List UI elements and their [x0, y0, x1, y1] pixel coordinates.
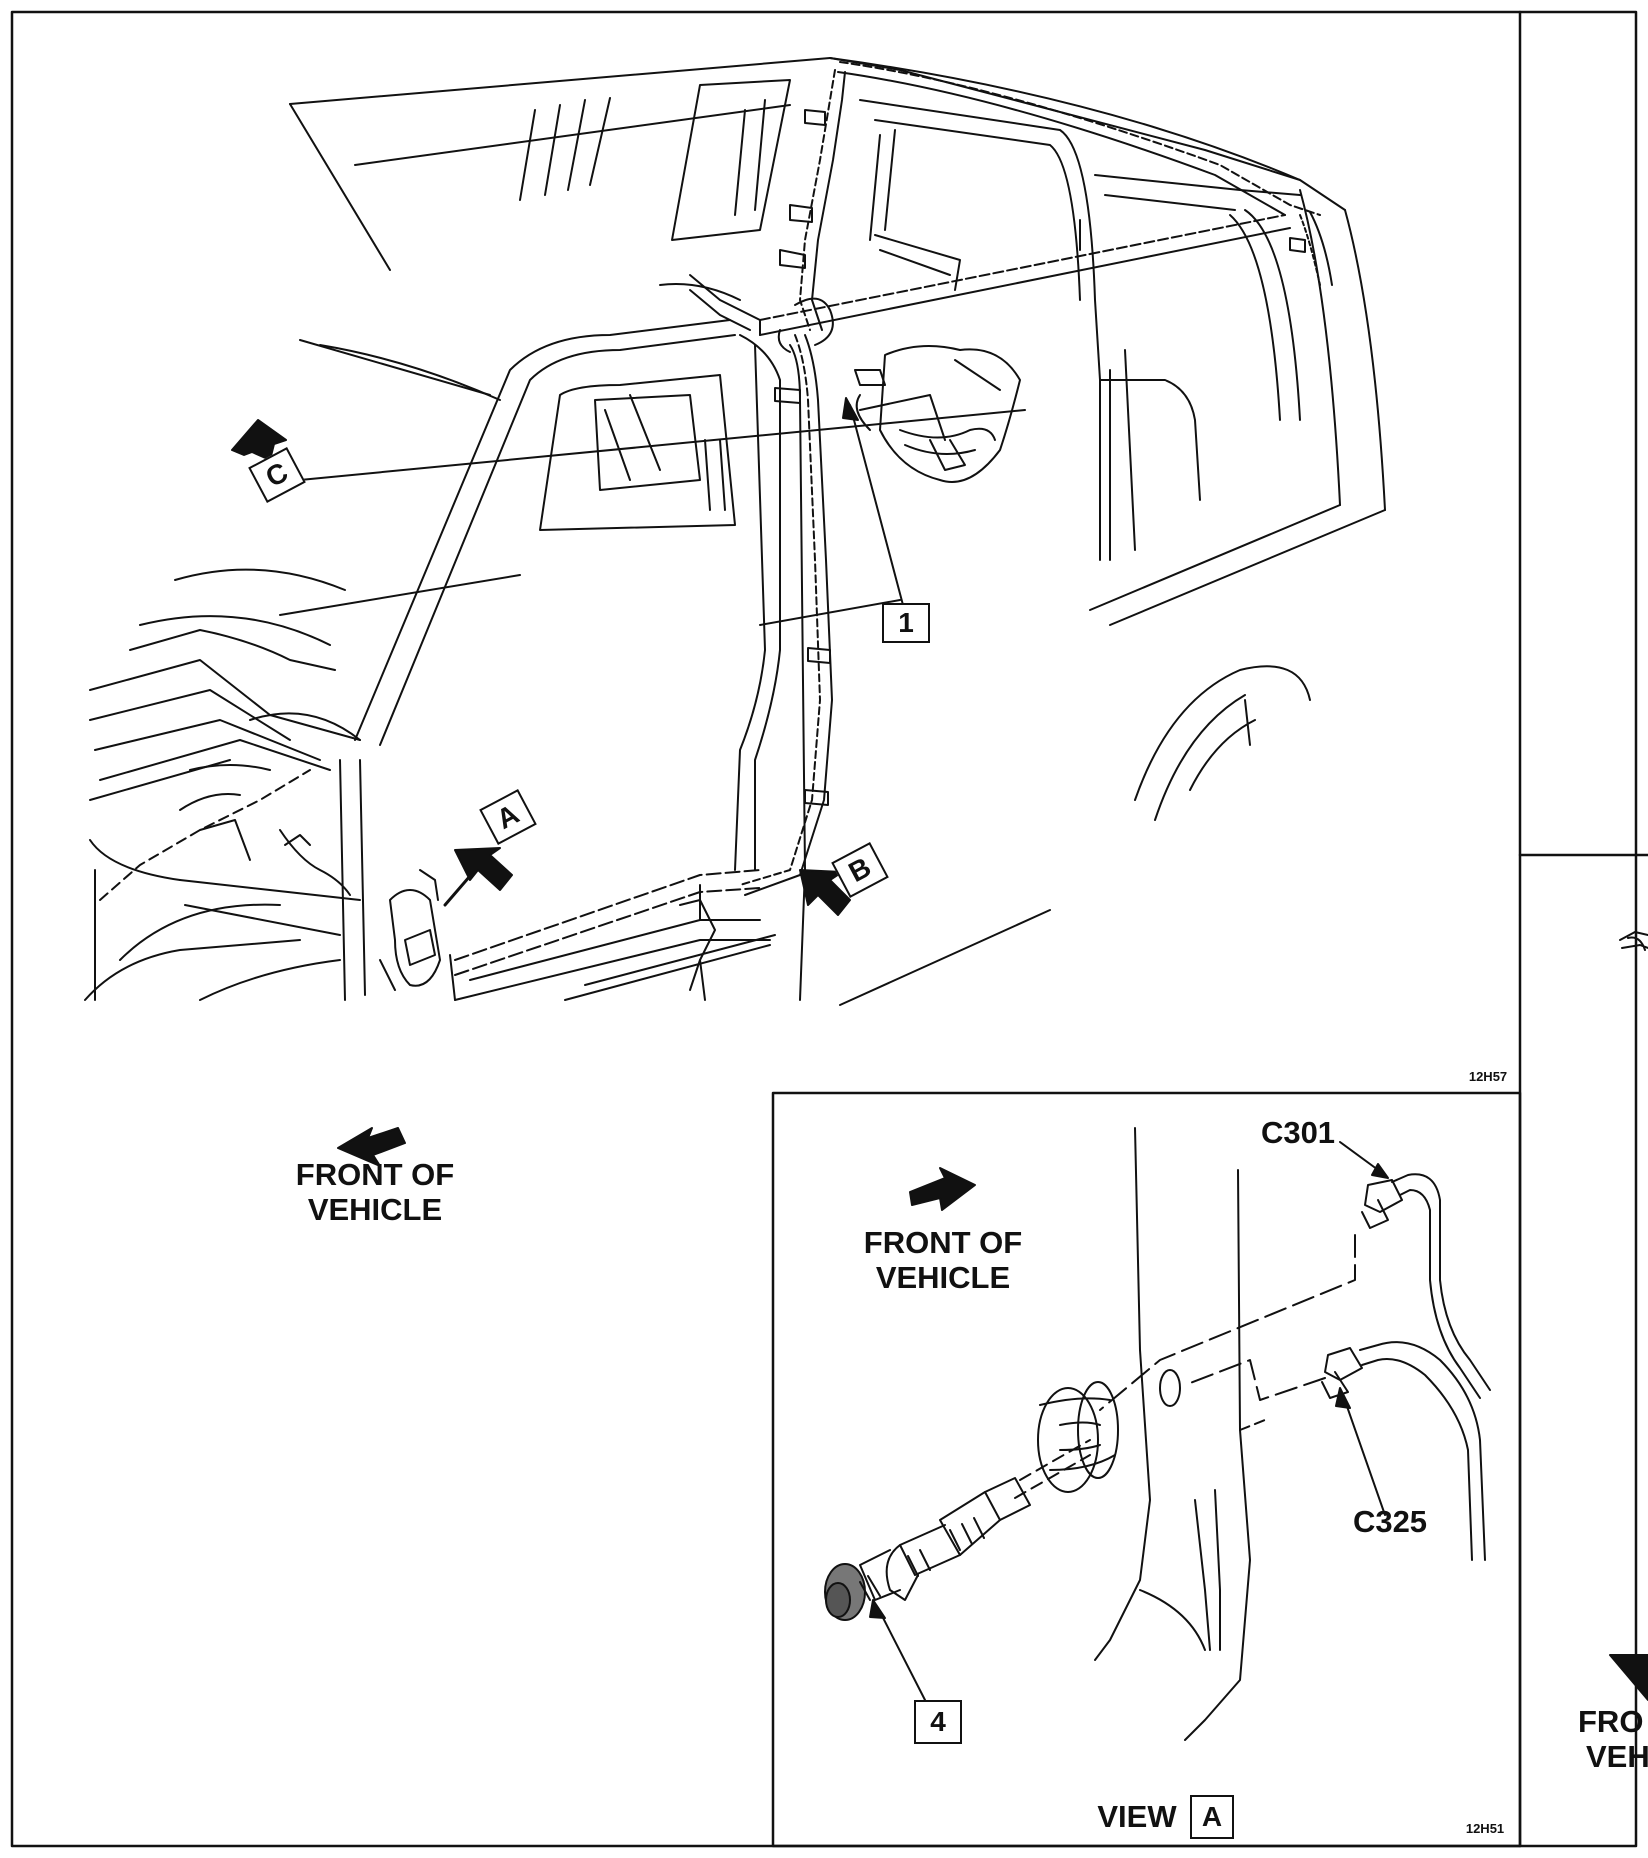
detail-view-illustration [824, 1127, 1491, 1741]
figure-code-main: 12H57 [1468, 1069, 1508, 1084]
outer-frame [10, 10, 1638, 1848]
front-of-vehicle-label-detail: FRONT OF VEHICLE [863, 1225, 1023, 1295]
detail-view-frame [771, 1091, 1522, 1848]
right-panel-text-line-2: VEH [1586, 1740, 1648, 1774]
item-1-leader [849, 404, 904, 606]
front-arrow-main [337, 1127, 406, 1167]
right-panel-text-line-1: FRO [1578, 1705, 1644, 1739]
view-a-arrow [443, 847, 513, 907]
view-a-title-letter: A [1190, 1795, 1234, 1839]
view-c-arrow [231, 419, 287, 461]
front-of-vehicle-label-main: FRONT OF VEHICLE [295, 1157, 455, 1227]
item-1-callout: 1 [882, 603, 930, 643]
view-a-title: VIEW [1097, 1799, 1177, 1834]
right-panel-illustration [1609, 931, 1648, 1701]
connector-c325-label: C325 [1352, 1504, 1428, 1539]
item-4-callout: 4 [914, 1700, 962, 1744]
vehicle-illustration [84, 57, 1386, 1006]
connector-c301-label: C301 [1260, 1115, 1336, 1150]
figure-code-detail: 12H51 [1465, 1821, 1505, 1836]
